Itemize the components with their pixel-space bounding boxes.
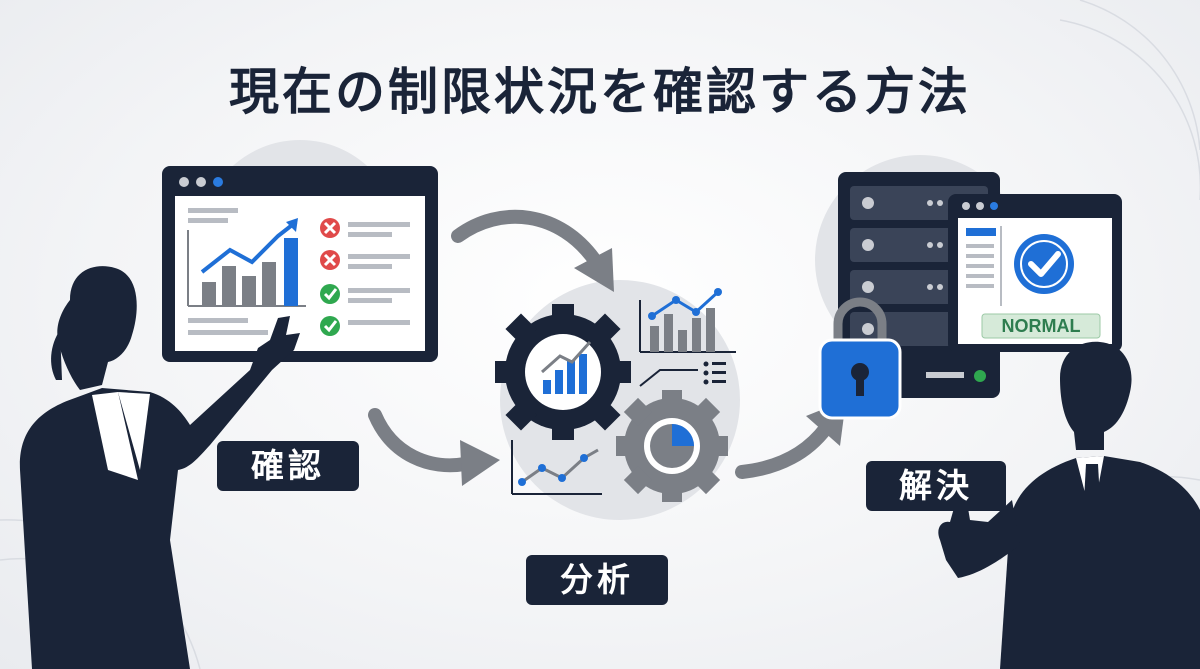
step-label-resolve: 解決 (866, 461, 1006, 511)
status-badge-text: NORMAL (1002, 316, 1081, 336)
padlock-icon (818, 297, 902, 420)
line-chart-icon (511, 288, 736, 495)
error-x-icon (320, 218, 340, 270)
browser-window-icon (162, 166, 438, 362)
page-title: 現在の制限状況を確認する方法 (229, 63, 971, 121)
status-badge: NORMAL (981, 313, 1101, 339)
check-icon (320, 284, 340, 336)
step-label-check: 確認 (217, 441, 359, 491)
check-circle-icon (1014, 234, 1074, 294)
gear-icon (495, 304, 631, 440)
person-thumbs-up-icon (938, 341, 1200, 669)
pie-chart-icon (616, 390, 728, 502)
step-label-analyze: 分析 (526, 555, 668, 605)
arrow-icon (368, 209, 846, 486)
list-lines (348, 222, 410, 325)
person-pointing-icon (19, 266, 300, 669)
bar-chart-icon (187, 218, 306, 307)
